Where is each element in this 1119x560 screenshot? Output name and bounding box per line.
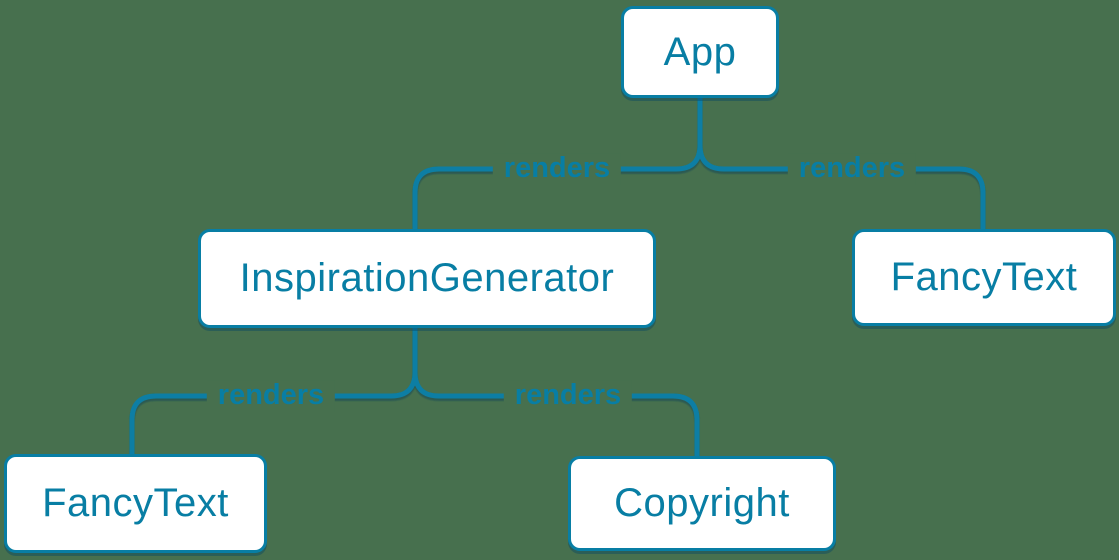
node-fancy-text-right: FancyText [852, 229, 1116, 326]
node-fancy-text-left: FancyText [4, 454, 267, 553]
edge-label-renders-ig-right: renders [503, 379, 633, 412]
node-copyright-label: Copyright [614, 481, 790, 525]
node-copyright: Copyright [568, 456, 836, 551]
node-inspiration-generator-label: InspirationGenerator [239, 256, 615, 300]
node-app-label: App [663, 29, 737, 74]
node-fancy-text-left-label: FancyText [42, 481, 229, 525]
node-app: App [621, 6, 779, 98]
node-inspiration-generator: InspirationGenerator [198, 229, 656, 328]
node-fancy-text-right-label: FancyText [890, 255, 1078, 299]
edge-label-renders-ig-left: renders [206, 379, 336, 412]
edge-label-renders-app-left: renders [492, 152, 622, 185]
edge-label-renders-app-right: renders [787, 152, 917, 185]
